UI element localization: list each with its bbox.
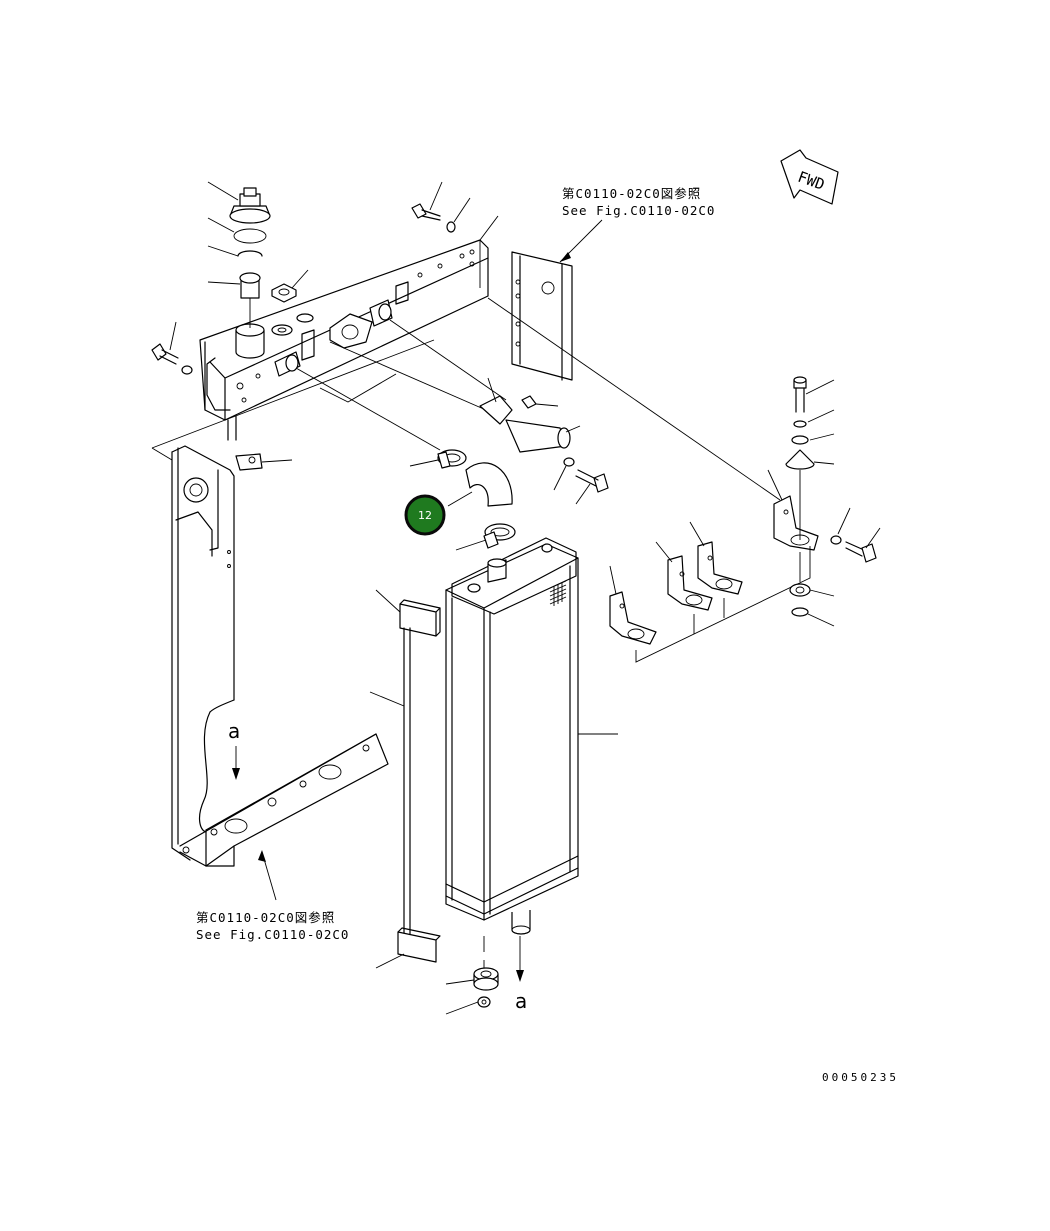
assembly-line-5 — [151, 339, 435, 449]
assembly-line-4 — [389, 319, 507, 401]
assembly-line-3 — [295, 367, 441, 451]
side-bolt — [575, 469, 609, 493]
top-bolt — [411, 203, 456, 233]
left-side-frame — [151, 445, 389, 867]
top-nut — [271, 283, 297, 303]
reference-bottom-line2: See Fig.C0110-02C0 — [196, 927, 349, 942]
assembly-line-2 — [329, 341, 487, 411]
radiator-hose — [465, 462, 513, 507]
callout-badge-circle[interactable] — [404, 494, 446, 536]
view-mark-lower: a — [515, 936, 527, 1013]
bottom-nut — [477, 996, 491, 1008]
radiator-core — [445, 537, 618, 935]
reference-top-line2: See Fig.C0110-02C0 — [562, 203, 715, 218]
hose-clamp-upper — [437, 449, 467, 469]
callout-number[interactable]: 12 — [418, 509, 432, 522]
upper-frame — [199, 239, 489, 441]
cap-o-ring — [233, 228, 267, 244]
reference-top-arrowhead — [560, 252, 571, 262]
outlet-fitting — [479, 395, 575, 467]
assembly-line-6 — [319, 373, 397, 403]
left-bolt — [151, 343, 193, 375]
right-mount-stack — [785, 376, 815, 617]
leader-lines — [169, 181, 881, 1015]
filler-neck-insert — [239, 272, 261, 328]
reference-top-line1: 第C0110-02C0図参照 — [562, 186, 701, 201]
view-mark-upper: a — [228, 719, 240, 780]
assembly-line-1 — [487, 297, 781, 501]
reference-note-bottom: 第C0110-02C0図参照 See Fig.C0110-02C0 — [196, 850, 349, 942]
callout-badge-12[interactable]: 12 — [404, 494, 446, 536]
bottom-cushion — [473, 967, 499, 991]
reference-note-top: 第C0110-02C0図参照 See Fig.C0110-02C0 — [559, 186, 715, 263]
hose-clamp-lower — [483, 523, 516, 549]
reference-bottom-line1: 第C0110-02C0図参照 — [196, 910, 335, 925]
core-mesh — [549, 580, 567, 606]
fwd-arrow-icon: FWD — [780, 149, 839, 205]
seal-strip — [397, 599, 441, 963]
right-side-bolt — [830, 535, 877, 563]
mount-brackets-right — [609, 495, 819, 663]
side-bracket-upper — [511, 251, 573, 381]
retaining-ring — [237, 250, 263, 257]
view-mark-lower-label: a — [515, 989, 527, 1013]
view-mark-upper-label: a — [228, 719, 240, 743]
drawing-number: 00050235 — [822, 1071, 899, 1084]
radiator-cap — [229, 187, 271, 224]
